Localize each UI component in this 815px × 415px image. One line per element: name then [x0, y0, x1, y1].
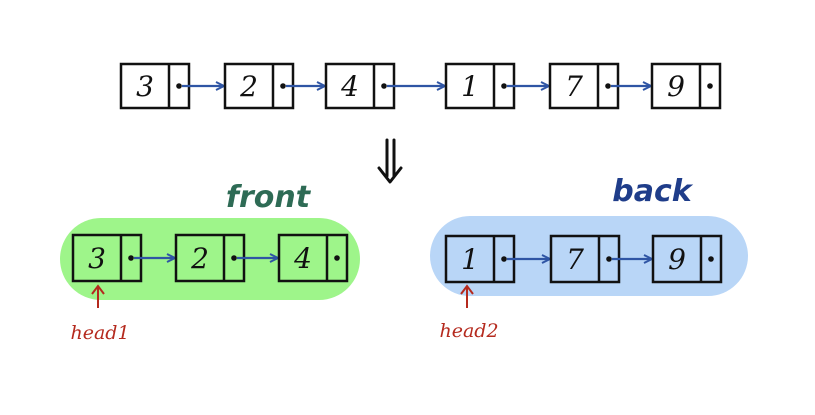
head1-pointer: head1 — [70, 284, 130, 344]
node-box — [277, 233, 349, 283]
next-pointer-dot — [606, 256, 612, 262]
next-pointer-dot — [605, 83, 611, 89]
front-list: 3 2 4 — [71, 233, 349, 283]
next-pointer-dot — [708, 256, 714, 262]
node-value: 9 — [667, 70, 685, 103]
node-value: 7 — [566, 243, 584, 276]
next-pointer-dot — [501, 256, 507, 262]
front-node-1: 3 — [71, 233, 174, 283]
node-value: 1 — [461, 70, 479, 103]
front-group-background — [60, 218, 360, 300]
back-list: 1 7 9 — [444, 234, 723, 284]
node-value: 4 — [340, 70, 359, 103]
next-pointer-dot — [231, 255, 237, 261]
node-value: 9 — [668, 243, 686, 276]
next-pointer-dot — [280, 83, 286, 89]
back-node-3: 9 — [651, 234, 723, 284]
node-value: 3 — [136, 70, 154, 103]
back-group-label: back — [612, 174, 694, 209]
node-value: 2 — [190, 242, 209, 275]
original-node-1: 3 — [119, 62, 223, 110]
original-list: 3 2 4 1 7 9 — [119, 62, 722, 110]
head2-pointer: head2 — [439, 284, 499, 342]
node-value: 1 — [461, 243, 479, 276]
next-pointer-dot — [128, 255, 134, 261]
next-pointer-dot — [334, 255, 340, 261]
original-node-3: 4 — [324, 62, 444, 110]
node-value: 4 — [293, 242, 312, 275]
front-group-label: front — [226, 180, 312, 215]
front-node-3: 4 — [277, 233, 349, 283]
back-node-1: 1 — [444, 234, 549, 284]
node-value: 2 — [239, 70, 258, 103]
back-node-2: 7 — [549, 234, 651, 284]
front-node-2: 2 — [174, 233, 277, 283]
node-value: 7 — [565, 70, 583, 103]
head2-label: head2 — [439, 320, 498, 342]
node-box — [650, 62, 722, 110]
node-box — [651, 234, 723, 284]
original-node-4: 1 — [444, 62, 548, 110]
double-down-arrow-icon — [377, 138, 403, 184]
head1-label: head1 — [70, 322, 129, 344]
head1-pointer-arrowhead — [91, 284, 105, 295]
original-node-6: 9 — [650, 62, 722, 110]
head2-pointer-arrowhead — [460, 284, 474, 295]
next-pointer-dot — [707, 83, 713, 89]
original-node-5: 7 — [548, 62, 650, 110]
next-pointer-dot — [381, 83, 387, 89]
node-value: 3 — [88, 242, 106, 275]
next-pointer-dot — [501, 83, 507, 89]
next-pointer-dot — [176, 83, 182, 89]
original-node-2: 2 — [223, 62, 324, 110]
